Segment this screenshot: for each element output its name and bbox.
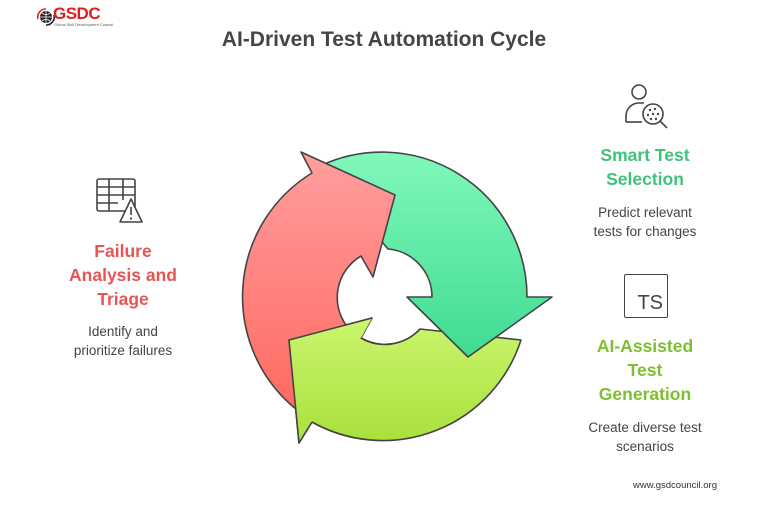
title-line: Smart Test xyxy=(600,145,690,165)
desc-line: Create diverse test xyxy=(588,420,702,435)
desc-line: Identify and xyxy=(88,324,158,339)
footer-url: www.gsdcouncil.org xyxy=(633,480,717,491)
ts-label: TS xyxy=(637,292,663,314)
arrow-outline-arc xyxy=(311,421,363,440)
inner-arc-lime xyxy=(360,328,421,346)
desc-line: Predict relevant xyxy=(598,205,692,220)
logo-subtitle: Global Skill Development Council xyxy=(54,22,114,27)
logo-text: GSDC xyxy=(53,4,101,23)
stage-desc-test-generation: Create diverse test scenarios xyxy=(560,418,730,456)
cycle-arrow-failure-analysis xyxy=(241,151,396,411)
title-line: Selection xyxy=(606,169,684,189)
page-title: AI-Driven Test Automation Cycle xyxy=(221,28,547,51)
stage-desc-smart-selection: Predict relevant tests for changes xyxy=(570,203,720,241)
title-line: Generation xyxy=(598,384,692,404)
title-line: Analysis and xyxy=(69,265,177,285)
desc-line: prioritize failures xyxy=(73,343,173,358)
typescript-icon: TS xyxy=(624,274,668,318)
stage-title-smart-selection: Smart Test Selection xyxy=(570,143,720,191)
title-line: AI-Assisted xyxy=(596,336,694,356)
cycle-arrowhead-test-generation xyxy=(289,318,372,443)
desc-line: scenarios xyxy=(616,439,674,454)
desc-line: tests for changes xyxy=(593,224,697,239)
title-line: Triage xyxy=(97,289,149,309)
arrowhead-outline xyxy=(288,317,373,444)
stage-desc-failure-analysis: Identify and prioritize failures xyxy=(48,322,198,360)
title-line: Test xyxy=(627,360,663,380)
stage-title-test-generation: AI-Assisted Test Generation xyxy=(570,334,720,406)
gsdc-logo xyxy=(36,5,116,31)
stage-title-failure-analysis: Failure Analysis and Triage xyxy=(48,239,198,311)
title-line: Failure xyxy=(94,241,152,261)
user-search-icon xyxy=(625,84,668,129)
globe-icon xyxy=(36,8,56,26)
table-warning-icon xyxy=(96,178,143,223)
